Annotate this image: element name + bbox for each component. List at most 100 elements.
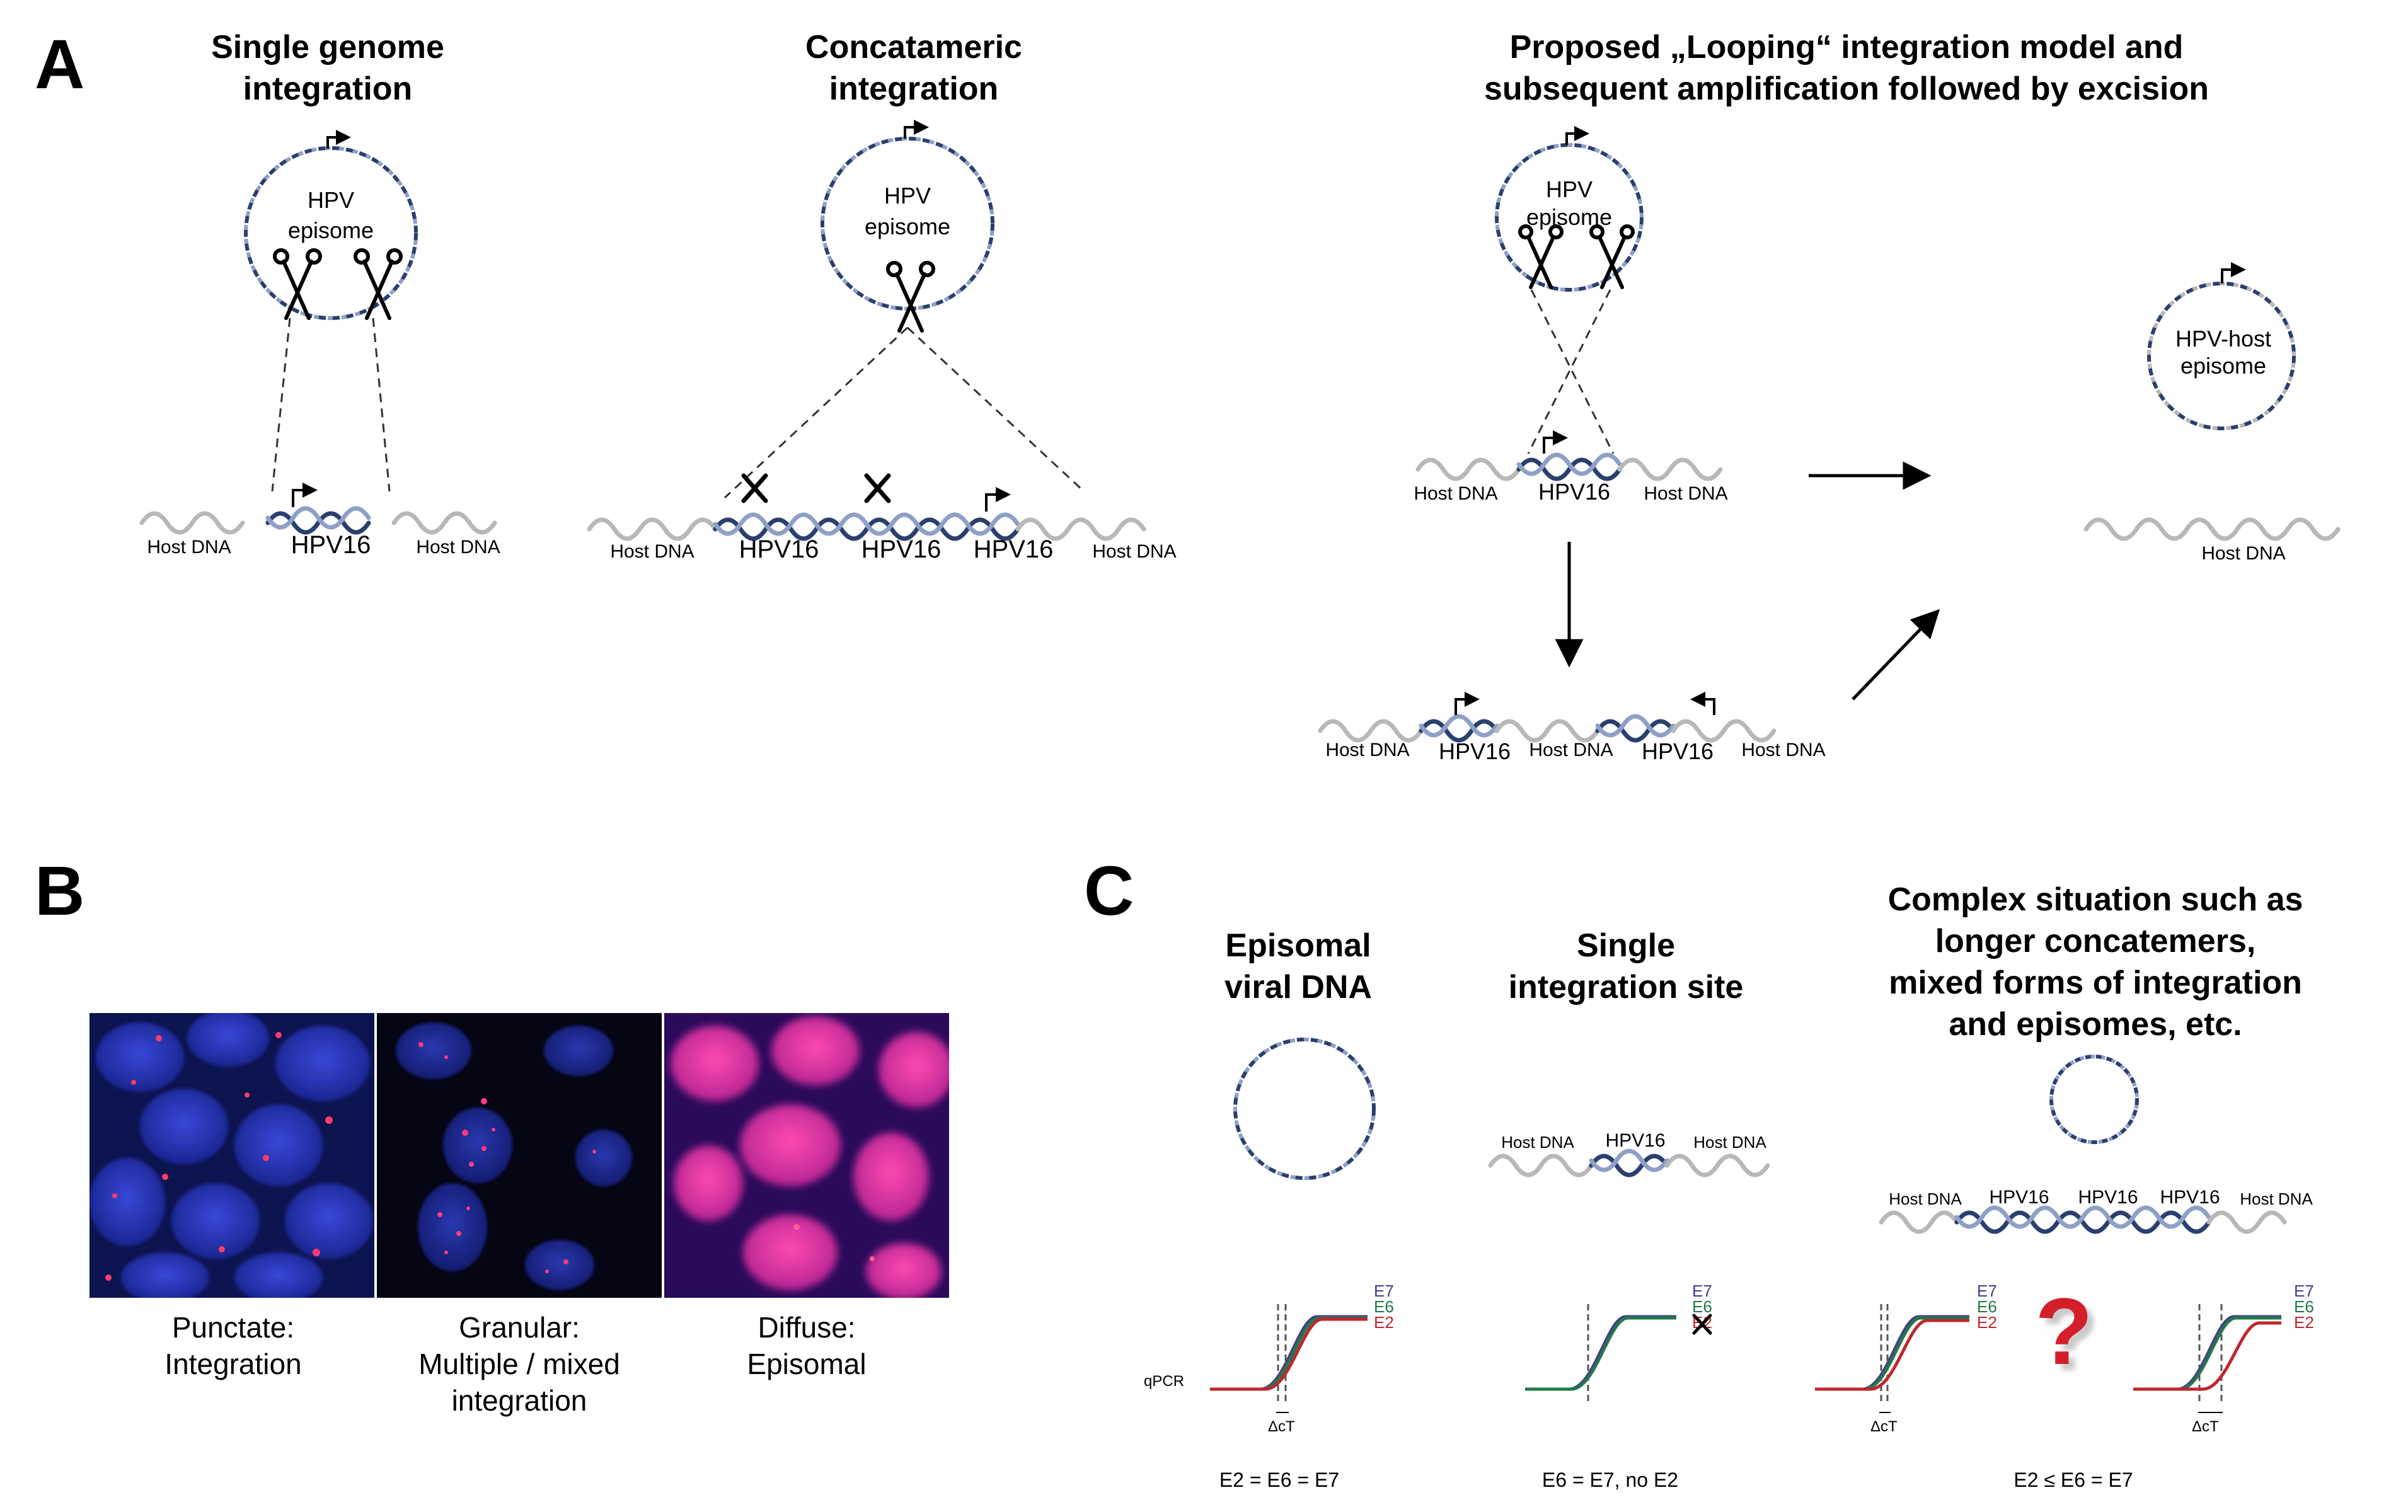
rule-episomal: E2 = E6 = E7 bbox=[1219, 1469, 1339, 1491]
question-shadow: ? bbox=[2041, 1285, 2099, 1390]
amp-host-1: Host DNA bbox=[1325, 740, 1409, 760]
c-complex-hpv-2: HPV16 bbox=[2078, 1187, 2138, 1208]
diffuse-caption: Diffuse:Episomal bbox=[747, 1311, 867, 1380]
promoter-arrow-icon bbox=[985, 487, 1011, 512]
concat-host-right: Host DNA bbox=[1092, 541, 1176, 562]
looping-dna-strand bbox=[1415, 452, 1723, 481]
concat-dna-strand bbox=[587, 512, 1146, 541]
concat-episome-label-1: HPV bbox=[884, 183, 931, 209]
single-episome-label-2: episome bbox=[288, 217, 374, 243]
concat-hpv-2: HPV16 bbox=[861, 536, 942, 563]
concat-hpv-1: HPV16 bbox=[739, 536, 819, 563]
excised-host-strand bbox=[2083, 517, 2341, 541]
amp-hpv-2: HPV16 bbox=[1642, 738, 1714, 764]
rule-complex: E2 ≤ E6 = E7 bbox=[2013, 1469, 2133, 1491]
promoter-arrow-icon bbox=[2221, 262, 2246, 284]
diffuse-image bbox=[664, 1013, 949, 1298]
c-single-host-right: Host DNA bbox=[1693, 1133, 1766, 1152]
question-mark: ? bbox=[2035, 1278, 2093, 1384]
loop-hpv-label: HPV16 bbox=[1538, 479, 1610, 505]
c-complex-hpv-3: HPV16 bbox=[2160, 1187, 2220, 1208]
promoter-arrow-icon bbox=[1543, 430, 1568, 454]
cross-icon bbox=[741, 473, 768, 503]
panel-letter-a: A bbox=[35, 26, 85, 103]
legend-e7: E7 bbox=[1374, 1281, 1394, 1300]
legend-e7: E7 bbox=[1977, 1281, 1997, 1300]
c-single-host-left: Host DNA bbox=[1501, 1133, 1574, 1152]
legend-e7: E7 bbox=[1692, 1281, 1712, 1300]
delta-ct-complex-left: ΔcT bbox=[1870, 1418, 1898, 1435]
qpcr-single-curves bbox=[1525, 1304, 1676, 1405]
punctate-micrograph bbox=[89, 1013, 374, 1298]
single-host-left: Host DNA bbox=[147, 537, 231, 558]
loop-host-left: Host DNA bbox=[1414, 483, 1497, 504]
punctate-caption: Punctate:Integration bbox=[164, 1311, 302, 1380]
scissors-icon bbox=[886, 261, 935, 333]
single-dna-strand bbox=[139, 506, 497, 535]
promoter-arrow-icon bbox=[1690, 692, 1715, 715]
qpcr-complex-left-curves bbox=[1815, 1304, 1969, 1405]
loop-host-right: Host DNA bbox=[1644, 483, 1727, 504]
episomal-c-circle bbox=[1233, 1038, 1376, 1180]
granular-image bbox=[377, 1013, 662, 1298]
looping-episome bbox=[1495, 143, 1644, 292]
c-complex-host-right: Host DNA bbox=[2240, 1189, 2313, 1208]
delta-ct-complex-right: ΔcT bbox=[2192, 1418, 2219, 1435]
single-hpv-label: HPV16 bbox=[291, 531, 371, 559]
scissors-icon bbox=[1589, 224, 1635, 289]
diffuse-micrograph bbox=[664, 1013, 949, 1298]
legend-e6: E6 bbox=[1692, 1297, 1712, 1316]
scissors-icon bbox=[273, 248, 322, 320]
cross-icon bbox=[864, 473, 891, 503]
scissors-icon bbox=[1518, 224, 1564, 289]
c-complex-hpv-1: HPV16 bbox=[1989, 1187, 2049, 1208]
panel-letter-b: B bbox=[35, 852, 85, 930]
excised-host-label: Host DNA bbox=[2201, 543, 2285, 564]
legend-e2: E2 bbox=[2294, 1313, 2314, 1332]
hostep-label-1: HPV-host bbox=[2175, 326, 2271, 352]
granular-micrograph bbox=[377, 1013, 662, 1298]
arrow-icon bbox=[1852, 609, 1940, 701]
promoter-arrow-icon bbox=[1565, 126, 1589, 145]
legend-e6: E6 bbox=[1977, 1297, 1997, 1316]
hostep-label-2: episome bbox=[2180, 353, 2266, 379]
c-single-strand bbox=[1488, 1148, 1770, 1177]
scissors-icon bbox=[354, 248, 403, 320]
legend-e2: E2 bbox=[1977, 1313, 1997, 1332]
c-single-hpv: HPV16 bbox=[1605, 1130, 1665, 1151]
qpcr-label: qPCR bbox=[1144, 1373, 1184, 1390]
single-episome-label-1: HPV bbox=[308, 187, 354, 213]
legend-e2: E2 bbox=[1374, 1313, 1394, 1332]
promoter-arrow-icon bbox=[1455, 692, 1480, 715]
c-complex-host-left: Host DNA bbox=[1889, 1189, 1962, 1208]
panel-letter-c: C bbox=[1084, 852, 1134, 930]
promoter-arrow-icon bbox=[292, 483, 318, 507]
complex-c-circle bbox=[2049, 1055, 2139, 1144]
qpcr-episomal-curves bbox=[1210, 1304, 1368, 1405]
legend-e6: E6 bbox=[2294, 1297, 2314, 1316]
promoter-arrow-icon bbox=[904, 120, 929, 139]
cross-icon bbox=[1692, 1314, 1712, 1335]
promoter-arrow-icon bbox=[326, 130, 351, 149]
concat-hpv-3: HPV16 bbox=[974, 536, 1054, 563]
qpcr-complex-right-curves bbox=[2133, 1304, 2281, 1405]
single-host-right: Host DNA bbox=[416, 537, 500, 558]
amp-host-2: Host DNA bbox=[1529, 740, 1613, 760]
punctate-image bbox=[89, 1013, 374, 1298]
single-episome bbox=[244, 146, 418, 320]
concat-episome-label-2: episome bbox=[865, 214, 950, 239]
rule-single: E6 = E7, no E2 bbox=[1542, 1469, 1678, 1491]
legend-e6: E6 bbox=[1374, 1297, 1394, 1316]
concat-host-left: Host DNA bbox=[610, 541, 694, 562]
amplified-dna-strand bbox=[1318, 714, 1777, 743]
looping-episome-label-1: HPV bbox=[1546, 176, 1593, 202]
amp-hpv-1: HPV16 bbox=[1439, 738, 1511, 764]
legend-e7: E7 bbox=[2294, 1281, 2314, 1300]
